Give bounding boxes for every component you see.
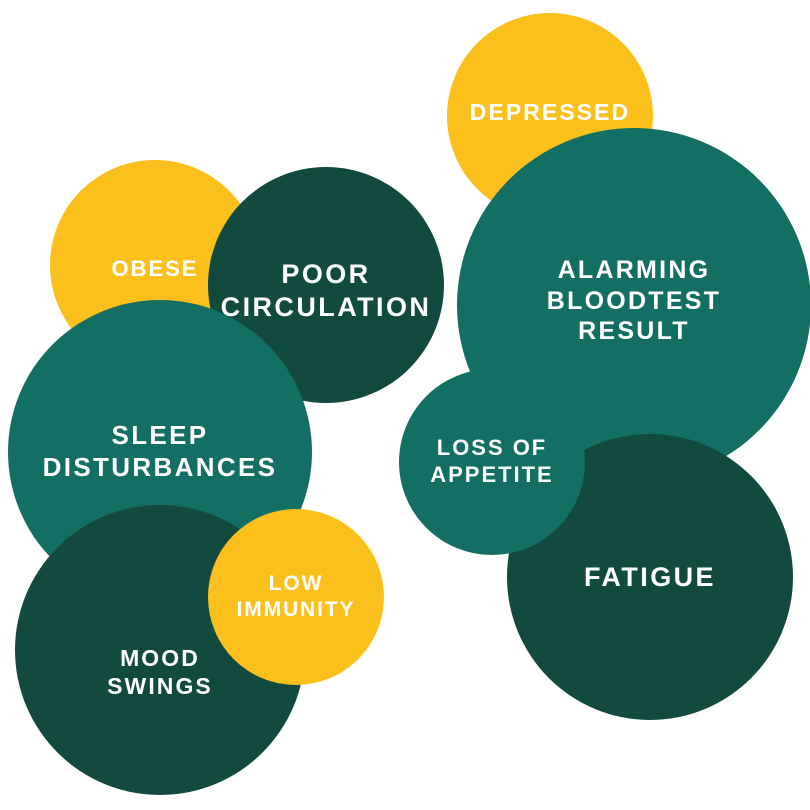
- bubble-label-mood-swings: MOOD SWINGS: [107, 644, 213, 699]
- bubble-low-immunity[interactable]: LOW IMMUNITY: [208, 509, 384, 685]
- bubble-label-low-immunity: LOW IMMUNITY: [236, 572, 356, 621]
- bubble-loss-of-appetite[interactable]: LOSS OF APPETITE: [399, 369, 585, 555]
- bubble-label-sleep-disturbances: SLEEP DISTURBANCES: [42, 420, 278, 482]
- bubble-label-poor-circulation: POOR CIRCULATION: [220, 259, 432, 322]
- bubble-label-depressed: DEPRESSED: [469, 98, 631, 125]
- bubble-label-alarming-bloodtest-result: ALARMING BLOODTEST RESULT: [546, 256, 722, 346]
- bubble-label-loss-of-appetite: LOSS OF APPETITE: [430, 435, 554, 487]
- bubble-label-fatigue: FATIGUE: [583, 561, 716, 592]
- bubble-label-obese: OBESE: [111, 255, 199, 281]
